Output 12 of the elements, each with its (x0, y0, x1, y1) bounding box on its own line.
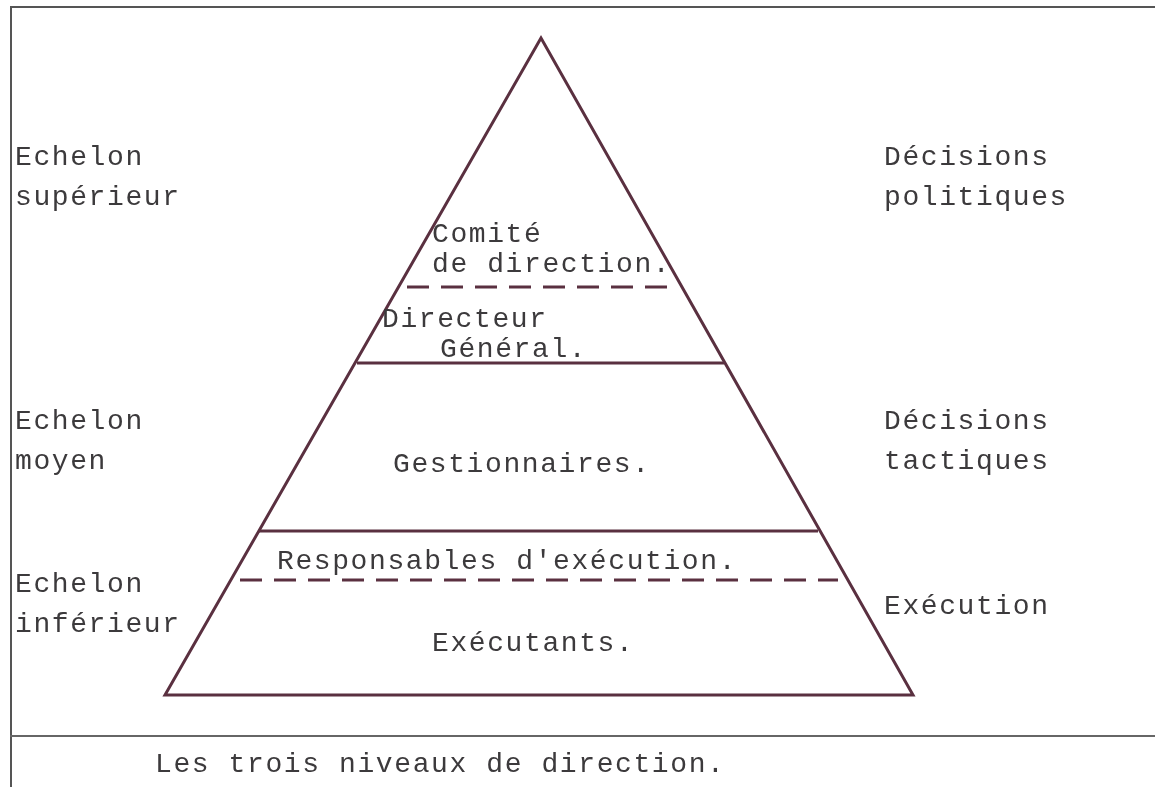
tier-label: Echelon moyen (15, 405, 145, 479)
level-label: Exécutants. (432, 629, 635, 659)
caption: Les trois niveaux de direction. (155, 748, 726, 782)
level-label: Directeur Général. (382, 305, 588, 365)
level-label: Gestionnaires. (393, 450, 651, 480)
tier-label: Décisions politiques (884, 141, 1070, 215)
tier-label: Exécution (884, 590, 1051, 624)
tier-label: Décisions tactiques (884, 405, 1051, 479)
level-label: Comité de direction. (432, 220, 672, 280)
level-label: Responsables d'exécution. (277, 547, 738, 577)
tier-label: Echelon supérieur (15, 141, 182, 215)
tier-label: Echelon inférieur (15, 568, 182, 642)
